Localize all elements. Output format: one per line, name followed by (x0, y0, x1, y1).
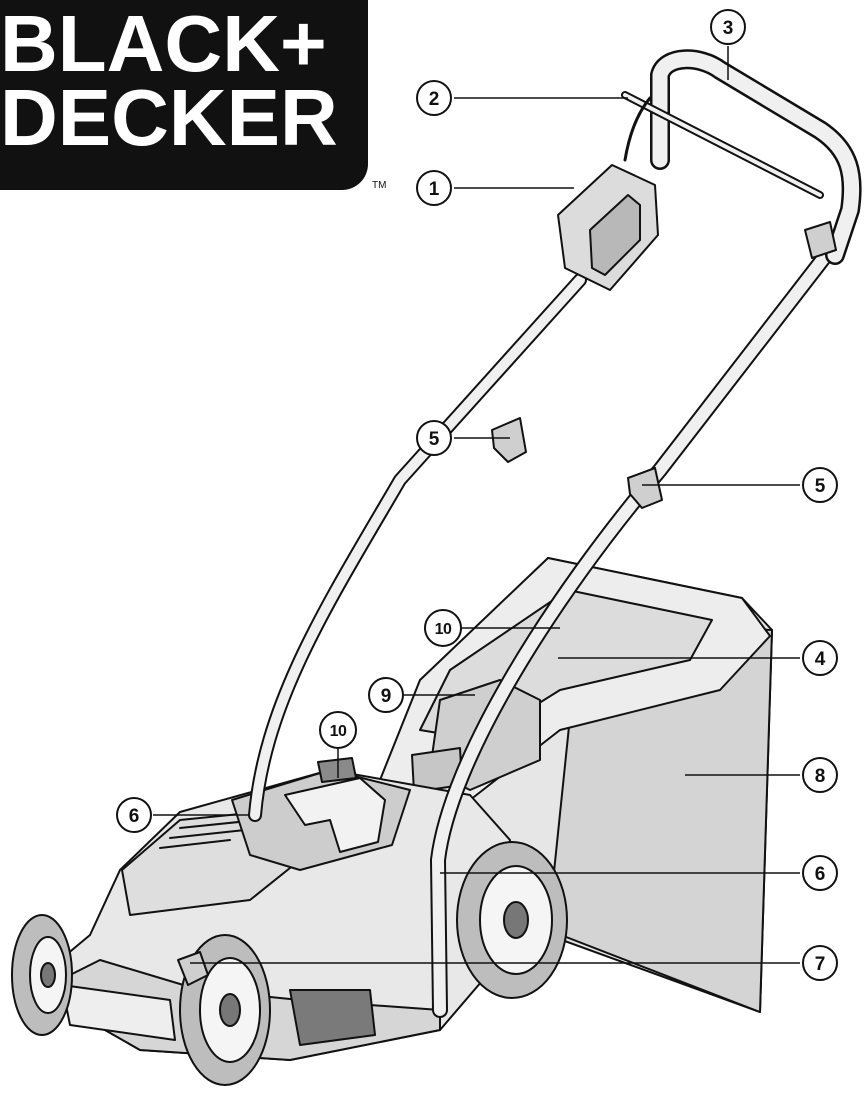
svg-text:1: 1 (429, 179, 440, 200)
svg-text:4: 4 (815, 649, 826, 670)
callout-6-left: 6 (116, 797, 152, 833)
brand-logo: BLACK+ DECKER TM (0, 0, 386, 195)
leader-lines (153, 46, 800, 964)
callout-2: 2 (416, 80, 452, 116)
handle-tube-right-core (432, 244, 836, 1016)
svg-text:10: 10 (330, 723, 347, 740)
trademark-mark: TM (372, 180, 387, 191)
svg-text:5: 5 (429, 429, 440, 450)
svg-text:8: 8 (815, 766, 826, 787)
wheel-rear-right (456, 841, 568, 999)
svg-text:6: 6 (129, 806, 140, 827)
mower-illustration (11, 49, 862, 1086)
svg-text:2: 2 (429, 89, 440, 110)
switch-cable (623, 96, 652, 162)
svg-text:3: 3 (723, 18, 734, 39)
svg-text:5: 5 (815, 476, 826, 497)
battery-handle (284, 777, 386, 853)
rear-flap (289, 989, 376, 1046)
callout-6-right: 6 (802, 855, 838, 891)
svg-text:6: 6 (815, 864, 826, 885)
top-handle-bar-core (652, 51, 860, 263)
switch-box-face (589, 194, 641, 276)
handle-knob-right (627, 467, 663, 509)
callout-9: 9 (368, 677, 404, 713)
svg-text:10: 10 (435, 621, 452, 638)
svg-text:7: 7 (815, 954, 826, 975)
front-bumper (61, 984, 176, 1041)
handle-clip-right (804, 221, 837, 259)
wheel-front-left (11, 914, 73, 1036)
handle-knob-left (491, 417, 527, 463)
callout-5-left: 5 (416, 420, 452, 456)
callout-4: 4 (802, 640, 838, 676)
callout-3: 3 (710, 9, 746, 45)
callout-10-top: 10 (424, 609, 462, 647)
callout-5-right: 5 (802, 467, 838, 503)
handle-tube-left-core (250, 275, 585, 820)
svg-text:9: 9 (381, 686, 392, 707)
callout-1: 1 (416, 170, 452, 206)
logo-line-1: BLACK+ (0, 0, 327, 88)
callout-7: 7 (802, 945, 838, 981)
callout-badges: 1 2 3 4 5 5 6 6 (116, 9, 838, 981)
callout-10-bottom: 10 (319, 711, 357, 749)
logo-background (0, 0, 368, 190)
callout-8: 8 (802, 757, 838, 793)
battery-release (317, 757, 357, 783)
height-adjust-lever (177, 951, 209, 986)
bail-lever-core (623, 93, 822, 197)
logo-line-2: DECKER (0, 73, 338, 162)
